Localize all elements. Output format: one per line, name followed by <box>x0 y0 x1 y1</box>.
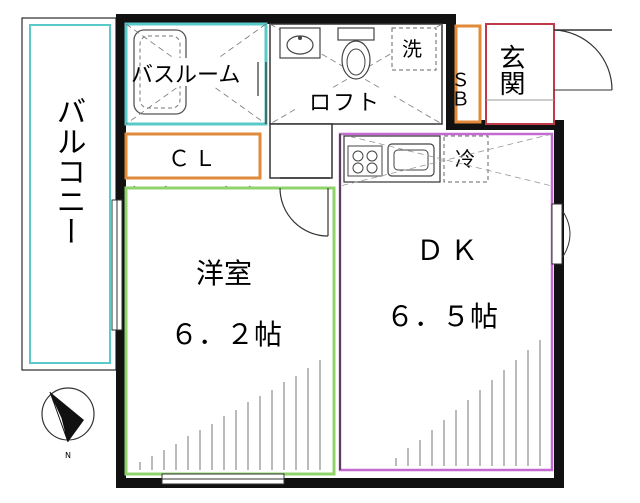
dk-room: ＤＫ ６．５帖 <box>338 132 571 472</box>
dk-size: ６．５帖 <box>386 300 498 333</box>
dk-label: ＤＫ <box>416 234 484 267</box>
entrance: 玄関 <box>485 23 613 125</box>
washer-space <box>391 27 437 71</box>
basin <box>279 27 321 59</box>
western-room-label: 洋室 <box>196 257 252 290</box>
bathroom: バスルーム <box>124 22 268 126</box>
western-room-size: ６．２帖 <box>170 318 282 351</box>
window-hatching <box>139 360 321 470</box>
sink-icon <box>387 143 435 177</box>
loft-label: ロフト <box>309 91 381 116</box>
dk-window-hatching <box>395 340 541 466</box>
closet-label: ＣＬ <box>168 147 220 172</box>
balcony: バルコニー <box>21 17 117 371</box>
shoe-box: ＳＢ <box>448 24 482 124</box>
sb-label: ＳＢ <box>448 70 470 108</box>
western-room: 洋室 ６．２帖 <box>111 177 336 485</box>
fridge-label: 冷 <box>455 147 475 171</box>
entrance-label: 玄関 <box>495 44 525 96</box>
north-label: N <box>65 451 71 460</box>
compass-icon: N <box>41 387 95 460</box>
balcony-label: バルコニー <box>51 96 86 246</box>
bathroom-label: バスルーム <box>131 63 240 88</box>
stove-icon <box>347 145 383 177</box>
washer-label: 洗 <box>402 37 422 61</box>
loft-area: 洗 ロフト <box>257 23 443 179</box>
kitchen-counter: 冷 <box>343 135 489 183</box>
toilet-icon <box>337 27 375 80</box>
